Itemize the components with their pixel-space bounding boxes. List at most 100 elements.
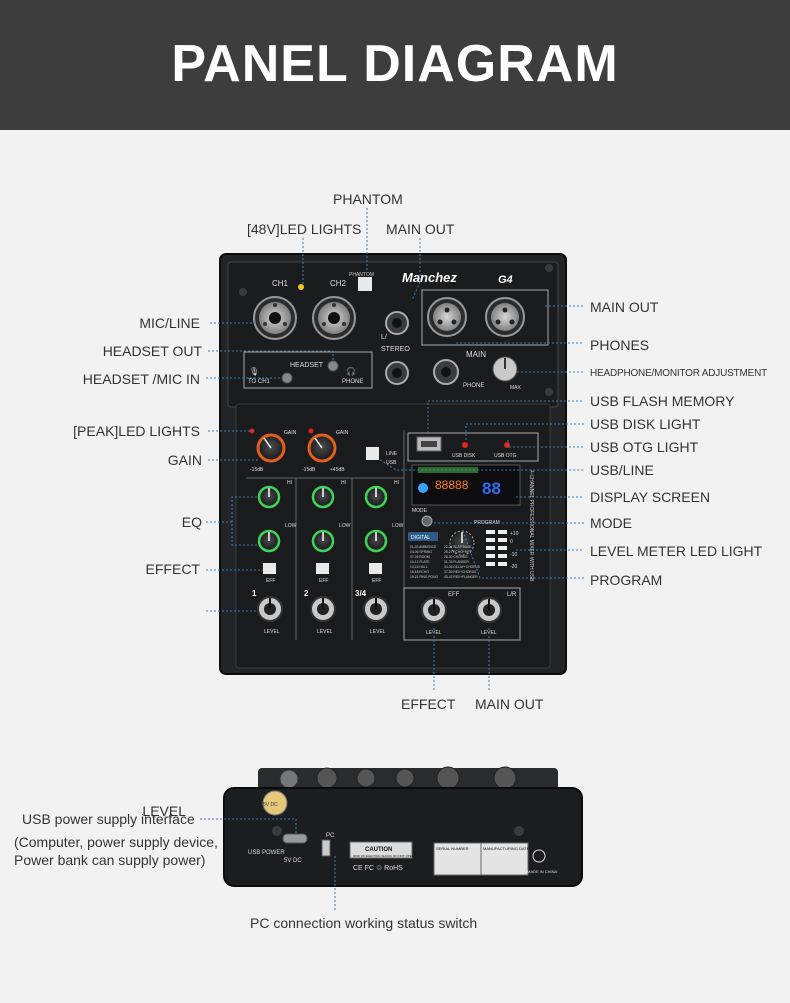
callout-display: DISPLAY SCREEN — [590, 489, 710, 505]
effect-program-item: 40-42 REV+FLANGER — [444, 575, 478, 579]
display-digits: 88888 — [435, 478, 469, 492]
peak-led-ch2 — [309, 429, 314, 434]
combo-jack-ch1[interactable] — [254, 297, 296, 339]
headphone-icon: 🎧 — [346, 366, 356, 376]
level-knob-ch1[interactable] — [258, 597, 282, 621]
xlr-main-out-left[interactable] — [428, 298, 466, 336]
dc-label: 5V DC — [284, 858, 302, 864]
eq-low-knob-ch2[interactable] — [313, 531, 333, 551]
usb-line-switch[interactable] — [366, 447, 379, 460]
effect-program-item: 22-24 SLAP BACK — [444, 545, 472, 549]
serial-label: SERIAL NUMBER — [436, 846, 469, 851]
effect-program-item: 31-33 FLANGER — [444, 560, 470, 564]
ch-num-2: 2 — [304, 589, 309, 598]
ce-marks: CE FC ♲ RoHS — [353, 865, 403, 872]
meter-mark-0: 0 — [510, 539, 513, 545]
eff-button-ch2[interactable] — [316, 563, 329, 574]
headset-mic-jack[interactable] — [282, 373, 292, 383]
level-label-ch1: LEVEL — [264, 629, 280, 635]
mode-button[interactable] — [422, 516, 432, 526]
eff-label-ch34: EFF — [372, 578, 381, 584]
callout-usb-power-desc1: (Computer, power supply device, — [14, 834, 218, 850]
mixer-top-view: CH1 CH2 PHANTOM HEADSET TO CH1 PHONE 🎙 🎧 — [220, 254, 566, 674]
eq-hi-knob-ch34[interactable] — [366, 487, 386, 507]
main-label: MAIN — [466, 350, 486, 359]
made-in-label: MADE IN CHINA — [527, 869, 558, 874]
eff-button-ch34[interactable] — [369, 563, 382, 574]
mic-icon: 🎙 — [249, 367, 259, 376]
headset-out-jack[interactable] — [328, 361, 338, 371]
stereo-label: STEREO — [381, 346, 410, 353]
main-level-knob[interactable] — [477, 598, 501, 622]
eq-hi-knob-ch1[interactable] — [259, 487, 279, 507]
callout-peak-led: [PEAK]LED LIGHTS — [40, 423, 200, 439]
callout-headphone-adj: HEADPHONE/MONITOR ADJUSTMENT — [590, 366, 767, 382]
digital-label: DIGITAL — [411, 535, 430, 541]
effect-program-item: 13-15 HALL — [410, 565, 428, 569]
effect-program-item: 25-27 ECHO+REV — [444, 550, 472, 554]
combo-jack-ch2[interactable] — [313, 297, 355, 339]
usb-c-power-port[interactable] — [283, 834, 307, 843]
mixer-rear-view: 5V DC USB POWER 5V DC PC CAUTION RISK OF… — [224, 767, 582, 886]
eq-low-label-ch34: LOW — [392, 523, 404, 529]
callout-usb-otg-light: USB OTG LIGHT — [590, 439, 698, 455]
callout-phones: PHONES — [590, 337, 649, 353]
eq-low-label-ch2: LOW — [339, 523, 351, 529]
l-mono-label: L/ — [381, 334, 387, 341]
lr-master-label: L/R — [507, 592, 517, 598]
gain-knob-ch1[interactable] — [258, 435, 284, 461]
headset-label: HEADSET — [290, 362, 324, 369]
callout-usb-line: USB/LINE — [590, 462, 654, 478]
pc-label: PC — [326, 833, 335, 839]
callout-effect-bottom: EFFECT — [401, 696, 455, 712]
eq-low-knob-ch1[interactable] — [259, 531, 279, 551]
phantom-btn-label: PHANTOM — [349, 272, 374, 278]
ch1-label: CH1 — [272, 279, 289, 288]
effect-program-item: 37-39 REV+CHORUS — [444, 570, 477, 574]
callout-usb-disk-light: USB DISK LIGHT — [590, 416, 700, 432]
gain-min-ch2: -15dB — [302, 467, 316, 473]
eq-low-label-ch1: LOW — [285, 523, 297, 529]
callout-usb-power-desc2: Power bank can supply power) — [14, 852, 205, 868]
effect-program-item: 19-21 PING PONG — [410, 575, 438, 579]
gain-min-ch1: -15dB — [250, 467, 264, 473]
pc-switch[interactable] — [322, 840, 330, 856]
max-label: MAX — [510, 385, 522, 391]
eff-button-ch1[interactable] — [263, 563, 276, 574]
effect-program-item: 04-06 SPRING — [410, 550, 432, 554]
effect-program-item: 28-30 CHORUS — [444, 555, 468, 559]
callout-eq: EQ — [140, 514, 202, 530]
brand-logo: Manchez — [402, 270, 457, 285]
callout-usb-flash: USB FLASH MEMORY — [590, 393, 734, 409]
eff-master-knob[interactable] — [422, 598, 446, 622]
effect-program-item: 10-12 PLATE — [410, 560, 430, 564]
level-label-ch34: LEVEL — [370, 629, 386, 635]
48v-led — [298, 284, 304, 290]
level-knob-ch2[interactable] — [311, 597, 335, 621]
gain-label-ch2: GAIN — [336, 430, 349, 436]
xlr-main-out-right[interactable] — [486, 298, 524, 336]
callout-gain: GAIN — [100, 452, 202, 468]
callout-level-meter: LEVEL METER LED LIGHT — [590, 543, 762, 559]
gain-max-ch2: +45dB — [330, 467, 345, 473]
callout-headset-out: HEADSET OUT — [60, 343, 202, 359]
callout-main-out-top: MAIN OUT — [386, 221, 454, 237]
eff-label-ch1: EFF — [266, 578, 275, 584]
eq-hi-knob-ch2[interactable] — [313, 487, 333, 507]
effect-program-item: 16-18 ECHO — [410, 570, 429, 574]
callout-program: PROGRAM — [590, 572, 662, 588]
line-label: LINE — [386, 451, 398, 457]
usb-otg-label: USB OTG — [494, 453, 517, 459]
phone-label: PHONE — [342, 379, 363, 385]
gain-knob-ch2[interactable] — [309, 435, 335, 461]
eff-label-ch2: EFF — [319, 578, 328, 584]
callout-main-out-bottom: MAIN OUT — [475, 696, 543, 712]
rating-sticker-text: 5V DC — [263, 802, 278, 808]
eq-low-knob-ch34[interactable] — [366, 531, 386, 551]
meter-mark-minus20: -20 — [510, 564, 517, 570]
phantom-button[interactable] — [358, 277, 372, 291]
phones-label: PHONE — [463, 383, 484, 389]
eff-master-label: EFF — [448, 592, 460, 598]
model-label: G4 — [498, 274, 513, 286]
level-knob-ch34[interactable] — [364, 597, 388, 621]
